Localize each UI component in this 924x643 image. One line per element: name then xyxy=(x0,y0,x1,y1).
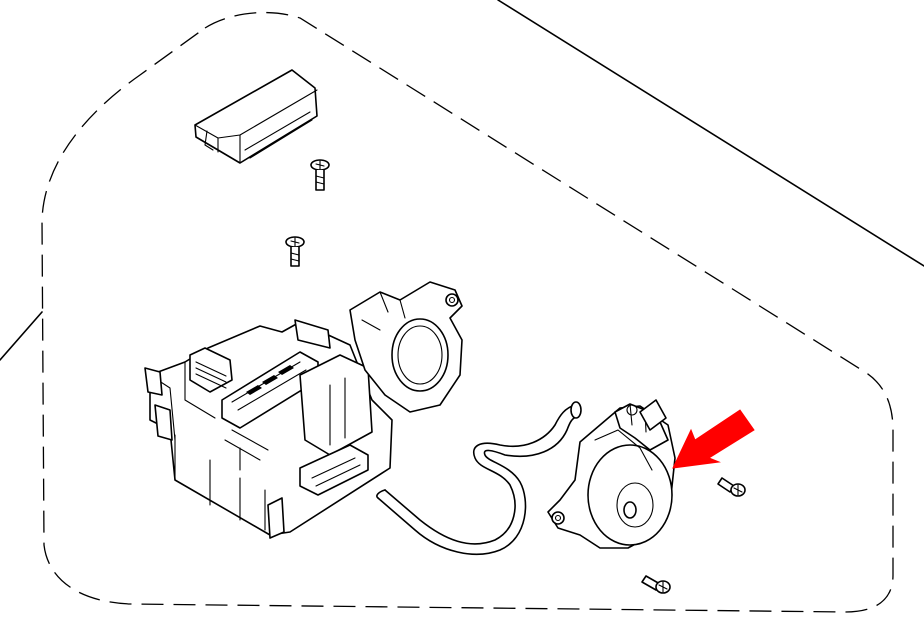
dashed-boundary xyxy=(41,11,894,613)
hose-part xyxy=(376,401,582,556)
ring-flange-part xyxy=(349,281,463,413)
main-assembly-part xyxy=(144,319,393,539)
screw-middle xyxy=(285,236,305,267)
top-cover-part xyxy=(194,69,318,164)
motor-part xyxy=(547,399,676,549)
screw-bottom xyxy=(641,575,671,594)
screw-upper xyxy=(310,159,330,191)
highlight-arrow xyxy=(672,409,755,469)
perspective-lines xyxy=(0,0,924,361)
screw-right xyxy=(717,477,746,497)
